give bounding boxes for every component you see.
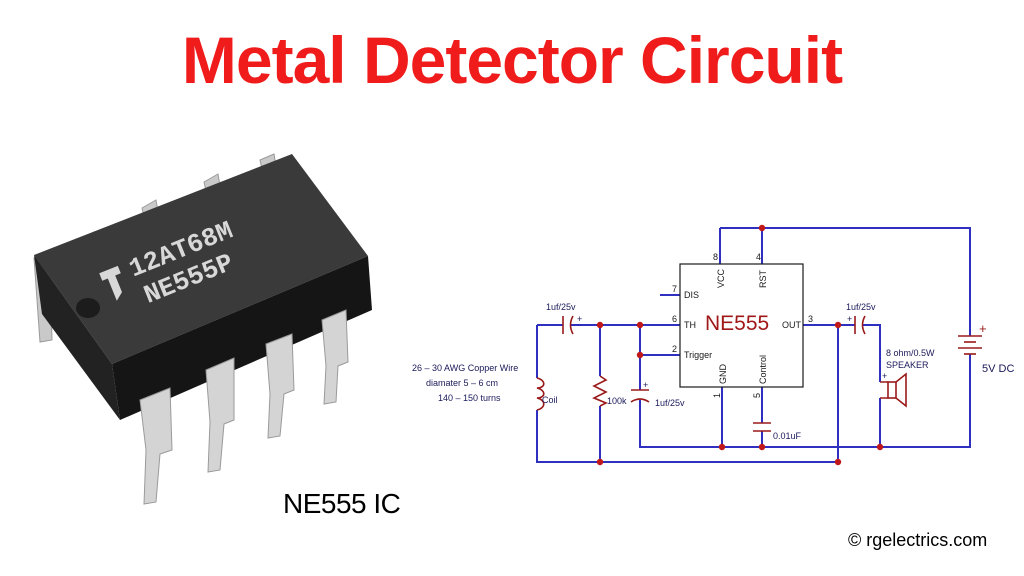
pin-4-number: 4: [756, 252, 761, 262]
pin-3-label: OUT: [782, 320, 802, 330]
pin-8-number: 8: [713, 252, 718, 262]
speaker: + 8 ohm/0.5W SPEAKER: [880, 348, 935, 408]
pin-6-label: TH: [684, 320, 696, 330]
pin-5-label: Control: [758, 355, 768, 384]
schematic-nodes: [596, 224, 884, 466]
battery-plus: +: [979, 321, 987, 336]
speaker-rating: 8 ohm/0.5W: [886, 348, 935, 358]
input-capacitor-label: 1uf/25v: [546, 302, 576, 312]
coil-note-line1: 26 – 30 AWG Copper Wire: [412, 363, 518, 373]
ne555-ic-box: NE555 7 DIS 6 TH 2 Trigger 3 OUT 8 VCC 4…: [672, 252, 813, 398]
threshold-capacitor-plus: +: [643, 380, 648, 390]
speaker-plus: +: [882, 371, 887, 381]
resistor-100k: 100k: [592, 375, 627, 407]
resistor-label: 100k: [607, 396, 627, 406]
pin-4-label: RST: [758, 269, 768, 288]
chip-caption: NE555 IC: [283, 488, 401, 519]
pin-7-number: 7: [672, 284, 677, 294]
threshold-capacitor: + 1uf/25v: [630, 380, 685, 408]
speaker-label: SPEAKER: [886, 360, 929, 370]
ti-logo-icon: [99, 265, 122, 301]
output-capacitor-plus: +: [847, 314, 852, 324]
coil-note-line3: 140 – 150 turns: [438, 393, 501, 403]
pin-5-number: 5: [752, 393, 762, 398]
control-capacitor-label: 0.01uF: [773, 431, 802, 441]
output-capacitor-label: 1uf/25v: [846, 302, 876, 312]
output-capacitor: 1uf/25v +: [846, 302, 876, 335]
chip-body: [34, 154, 372, 420]
page-title: Metal Detector Circuit: [181, 23, 843, 97]
battery-5v: + 5V DC: [958, 321, 1014, 375]
threshold-capacitor-label: 1uf/25v: [655, 398, 685, 408]
pin-8-label: VCC: [716, 268, 726, 288]
input-capacitor-plus: +: [577, 314, 582, 324]
chip-legs-front: [139, 309, 349, 505]
coil-note-line2: diamater 5 – 6 cm: [426, 378, 498, 388]
control-capacitor: 0.01uF: [753, 422, 802, 441]
coil-inductor: Coil: [536, 377, 558, 411]
copyright-notice: © rgelectrics.com: [848, 530, 988, 550]
battery-label: 5V DC: [982, 363, 1014, 375]
input-capacitor: 1uf/25v +: [546, 302, 582, 335]
ne555-chip-image: 12AT68M NE555P: [33, 153, 372, 505]
schematic-wires: [536, 227, 971, 463]
pin-7-label: DIS: [684, 290, 699, 300]
pin-2-label: Trigger: [684, 350, 712, 360]
pin-6-number: 6: [672, 314, 677, 324]
pin-2-number: 2: [672, 344, 677, 354]
pin-3-number: 3: [808, 314, 813, 324]
pin-1-number: 1: [712, 393, 722, 398]
ic-name: NE555: [705, 312, 769, 335]
coil-label: Coil: [542, 395, 558, 405]
pin-1-label: GND: [718, 364, 728, 385]
coil-note: 26 – 30 AWG Copper Wire diamater 5 – 6 c…: [412, 363, 518, 403]
